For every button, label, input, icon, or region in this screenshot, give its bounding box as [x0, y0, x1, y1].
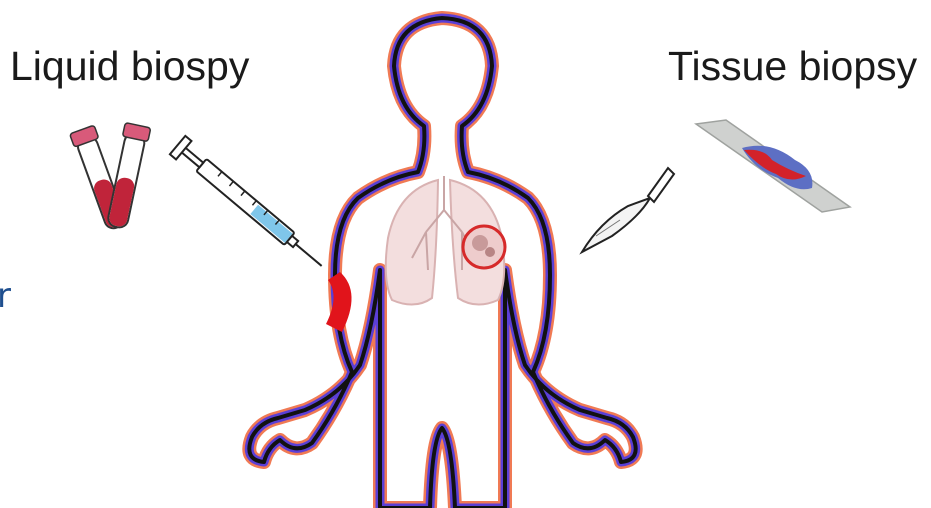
tumor-marker-icon — [463, 226, 505, 268]
tissue-biopsy-label: Tissue biopsy — [668, 46, 917, 87]
syringe-icon — [170, 136, 329, 275]
human-silhouette — [249, 18, 635, 508]
blood-sample-tubes-icon — [70, 123, 151, 232]
liquid-biopsy-label: Liquid biospy — [10, 46, 249, 87]
tissue-slide-icon — [696, 120, 850, 212]
scalpel-icon — [582, 168, 674, 252]
cropped-edge-letter: r — [0, 276, 11, 316]
